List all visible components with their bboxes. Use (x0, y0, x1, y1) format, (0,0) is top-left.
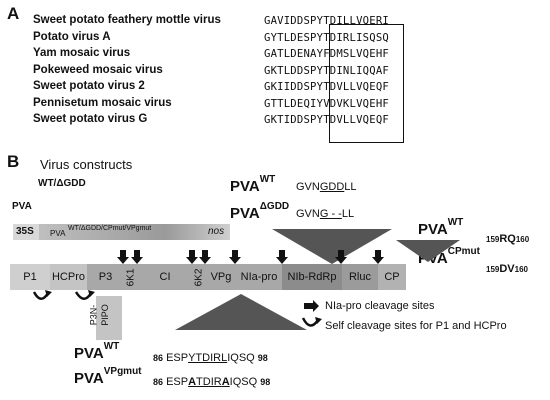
cleavage-site-arrow-icon (117, 250, 129, 264)
conserved-motif-box (329, 24, 404, 143)
segment-nib-rdrp: NIb-RdRp (282, 264, 342, 290)
dgdd-sequence: GVNG - -LL (296, 208, 355, 220)
hcpro-self-cleavage-icon (74, 291, 93, 300)
legend-cleavage-text: NIa-pro cleavage sites (325, 300, 435, 312)
virus-name: Sweet potato virus 2 (33, 80, 145, 92)
cleavage-site-arrow-icon (186, 250, 198, 264)
cleavage-site-arrow-icon (131, 250, 143, 264)
genome-map: P1 HCPro P3 6K1 CI 6K2 VPg NIa-pro NIb-R… (10, 264, 550, 290)
protein-sequence: GKTLDDSPYTDINLIQQAF (264, 64, 389, 77)
cleavage-site-arrow-icon (372, 250, 384, 264)
p3n-pipo-box (96, 296, 122, 340)
protein-sequence: GATLDENAYFDMSLVQEHF (264, 48, 389, 60)
segment-p1: P1 (10, 264, 50, 290)
cleavage-site-arrow-icon (335, 250, 347, 264)
cassette-variants: WT/ΔGDD/CPmut/VPgmut (68, 225, 152, 232)
protein-sequence: GKTIDDSPYTDVLLVQEQF (264, 114, 389, 126)
expression-cassette (13, 224, 230, 240)
segment-6k2: 6K2 (192, 264, 206, 290)
cp-wt-sequence: 159RQ160 (486, 233, 530, 245)
vpg-mut-sequence: 86 ESPATDIRAIQSQ 98 (153, 376, 271, 388)
wt-dgdd-superscript: WT/ΔGDD (38, 178, 86, 189)
virus-name: Pokeweed mosaic virus (33, 63, 163, 76)
cleavage-site-arrow-icon (276, 250, 288, 264)
virus-name: Sweet potato virus G (33, 113, 148, 125)
segment-rluc: Rluc (342, 264, 378, 290)
segment-ci: CI (138, 264, 192, 290)
cp-zoom-triangle (396, 240, 460, 262)
terminator-nos: nos (208, 226, 225, 237)
protein-sequence: GYTLDESPYTDIRLISQSQ (264, 31, 389, 44)
vpg-zoom-triangle (175, 294, 307, 330)
legend-cleavage-arrow-icon (304, 300, 319, 312)
segment-cp: CP (378, 264, 406, 290)
cleavage-site-arrow-icon (229, 250, 241, 264)
promoter-35s: 35S (16, 226, 34, 237)
protein-sequence: GTTLDEQIYVDVKLVQEHF (264, 97, 389, 110)
pva-construct-label: PVA (12, 201, 32, 212)
cleavage-site-arrow-icon (199, 250, 211, 264)
segment-6k1: 6K1 (124, 264, 138, 290)
virus-name: Pennisetum mosaic virus (33, 96, 172, 109)
segment-hcpro: HCPro (50, 264, 87, 290)
pva-vpgmut-label: PVAVPgmut (74, 366, 142, 387)
virus-name: Yam mosaic virus (33, 47, 131, 59)
legend-self-cleavage-text: Self cleavage sites for P1 and HCPro (325, 320, 507, 332)
panel-a-letter: A (7, 4, 20, 23)
segment-p3: P3 (87, 264, 124, 290)
cassette-pva: PVA (50, 229, 66, 238)
protein-sequence: GKIIDDSPYTDVLLVQEQF (264, 81, 389, 93)
panel-b-title: Virus constructs (40, 157, 133, 172)
panel-b-letter: B (7, 152, 20, 171)
pva-wt-vpg-label: PVAWT (74, 341, 120, 362)
virus-name: Sweet potato feathery mottle virus (33, 14, 221, 26)
pva-wt-gdd-label: PVAWT (230, 174, 276, 195)
virus-name: Potato virus A (33, 30, 111, 43)
wt-gdd-sequence: GVNGDDLL (296, 181, 357, 193)
segment-vpg: VPg (206, 264, 236, 290)
segment-nia-pro: NIa-pro (236, 264, 282, 290)
pva-wt-cp-label: PVAWT (418, 217, 464, 238)
gdd-zoom-triangle (272, 229, 392, 264)
cp-mut-sequence: 159DV160 (486, 263, 528, 275)
vpg-wt-sequence: 86 ESPYTDIRLIQSQ 98 (153, 352, 268, 364)
pva-dgdd-label: PVAΔGDD (230, 201, 290, 222)
